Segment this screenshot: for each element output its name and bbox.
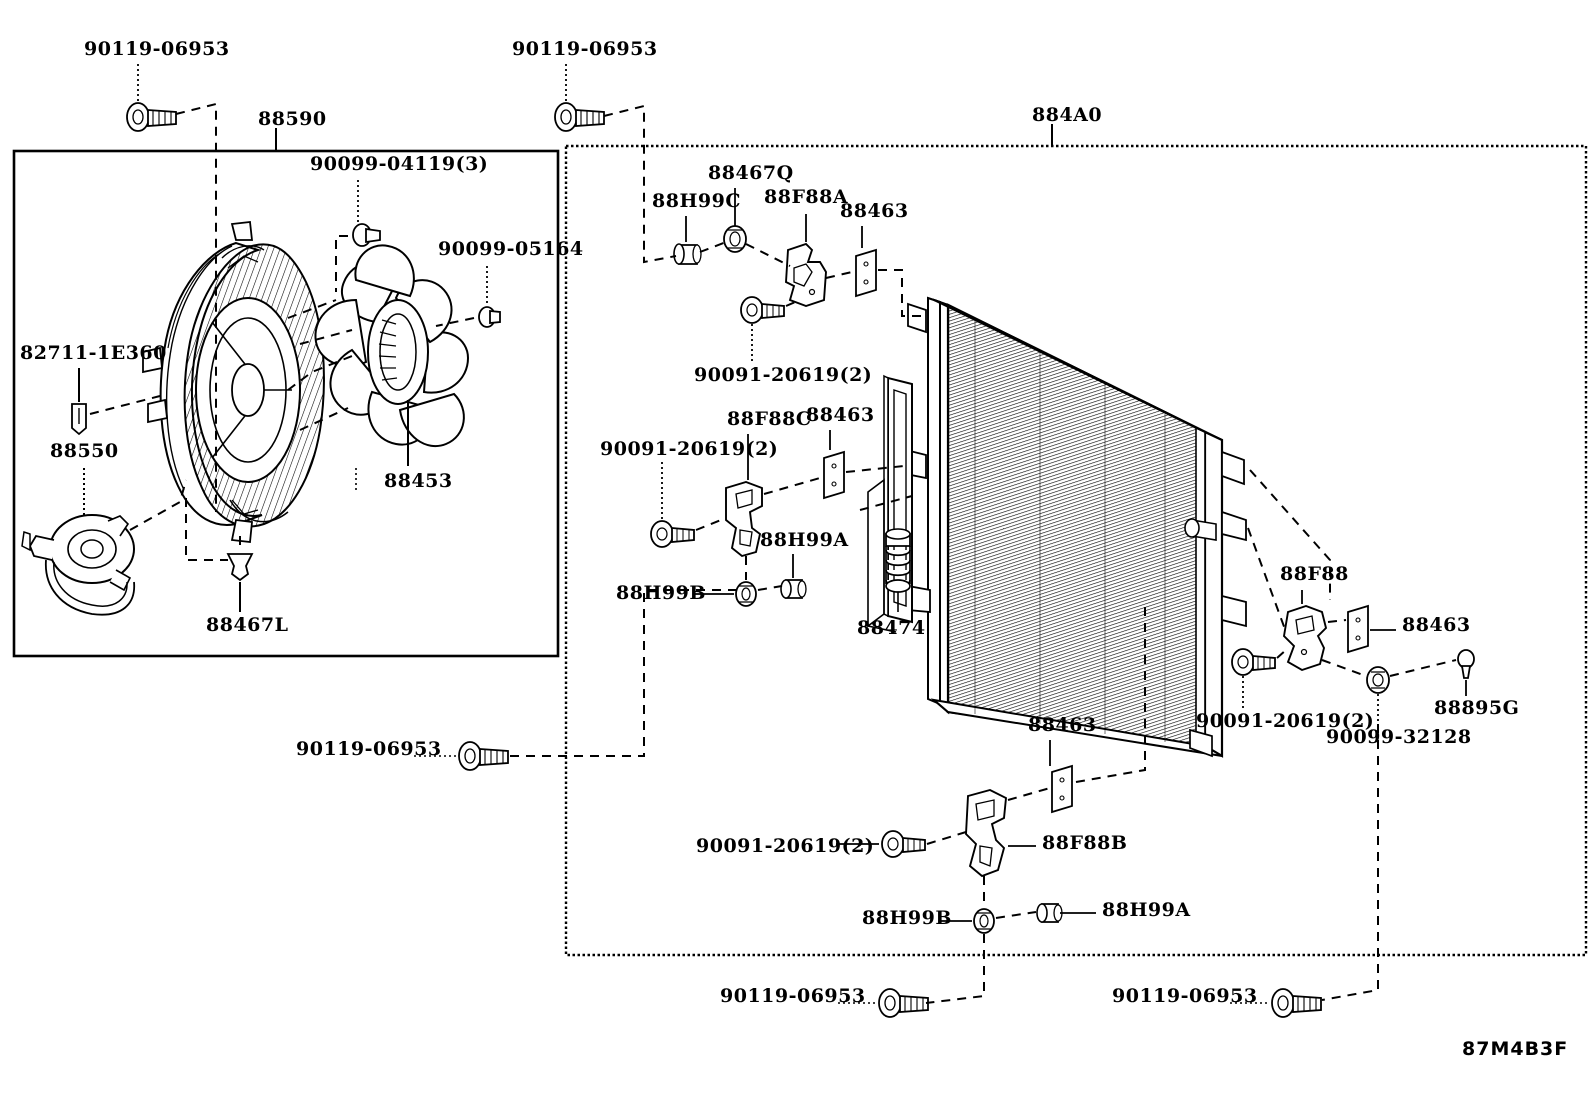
nut-90099-05164-art	[478, 266, 501, 328]
screw-90099-04119-art	[352, 180, 381, 247]
part-label-90099-04119: 90099-04119(3)	[310, 153, 489, 175]
part-label-90099-05164: 90099-05164	[438, 238, 584, 260]
part-label-90119-06953-left: 90119-06953	[296, 738, 442, 760]
bushing-88H99C-art	[673, 216, 702, 265]
part-label-88590: 88590	[258, 108, 327, 130]
part-label-90119-06953-top-left: 90119-06953	[84, 38, 230, 60]
part-label-88H99C-top: 88H99C	[652, 190, 741, 212]
part-label-88550: 88550	[50, 440, 119, 462]
bolt-90119-06953-top-left-art	[126, 64, 177, 132]
pad-88463-bottom-art	[1049, 740, 1073, 814]
part-label-88467L: 88467L	[206, 614, 289, 636]
part-label-88467Q: 88467Q	[708, 162, 794, 184]
part-label-88H99A-bottom: 88H99A	[1102, 899, 1191, 921]
part-label-90091-20619-mid: 90091-20619(2)	[600, 438, 779, 460]
panel-border-88590	[12, 149, 560, 658]
bushing-88H99A-bottom-art	[1036, 903, 1096, 923]
part-label-90091-20619-bottom: 90091-20619(2)	[696, 835, 875, 857]
bolt-90091-20619-mid-art	[650, 462, 695, 548]
part-label-88463-mid: 88463	[806, 404, 875, 426]
assembly-guide-lines	[89, 102, 1457, 1004]
part-label-88463-top: 88463	[840, 200, 909, 222]
bracket-88F88A-art	[785, 214, 827, 308]
fan-blade-art	[314, 244, 470, 466]
part-label-88474: 88474	[857, 617, 926, 639]
pad-88463-mid-art	[823, 430, 845, 500]
part-label-88H99B-mid: 88H99B	[616, 582, 706, 604]
part-label-88H99B-bottom: 88H99B	[862, 907, 952, 929]
diagram-reference-code: 87M4B3F	[1462, 1038, 1569, 1060]
part-label-90119-06953-bottom-right: 90119-06953	[1112, 985, 1258, 1007]
bolt-90119-06953-top-mid-art	[554, 64, 605, 132]
clamp-82711-art	[71, 368, 87, 436]
bolt-90091-20619-top-art	[740, 296, 785, 362]
bracket-88F88B-art	[965, 788, 1036, 878]
condenser-core-art	[905, 296, 1247, 758]
part-label-88F88C: 88F88C	[727, 408, 812, 430]
fan-motor-art	[21, 468, 135, 616]
grommet-88467L-art	[226, 553, 254, 612]
part-label-90091-20619-top: 90091-20619(2)	[694, 364, 873, 386]
part-label-88F88B: 88F88B	[1042, 832, 1128, 854]
bushing-88H99A-mid-art	[780, 554, 807, 599]
part-label-82711-1E360: 82711-1E360	[20, 342, 167, 364]
part-label-90099-32128: 90099-32128	[1326, 726, 1472, 748]
part-label-90091-20619-right: 90091-20619(2)	[1196, 710, 1375, 732]
bolt-90091-20619-right-art	[1231, 648, 1276, 708]
fan-shroud-art	[142, 221, 325, 543]
part-label-88895G: 88895G	[1434, 697, 1520, 719]
part-label-88F88A: 88F88A	[764, 186, 849, 208]
part-label-90119-06953-bottom-left: 90119-06953	[720, 985, 866, 1007]
part-label-88F88: 88F88	[1280, 563, 1349, 585]
part-label-88453: 88453	[384, 470, 453, 492]
pad-88463-right-art	[1347, 604, 1396, 654]
part-label-884A0: 884A0	[1032, 104, 1103, 126]
part-label-90119-06953-top-mid: 90119-06953	[512, 38, 658, 60]
part-label-88463-bottom: 88463	[1028, 714, 1097, 736]
part-label-88463-right: 88463	[1402, 614, 1471, 636]
part-label-88H99A-mid: 88H99A	[760, 529, 849, 551]
pin-88895G-art	[1457, 649, 1475, 696]
text-leader-lines	[355, 124, 1053, 490]
bracket-88F88-art	[1282, 590, 1328, 672]
pad-88463-top-art	[855, 226, 877, 298]
